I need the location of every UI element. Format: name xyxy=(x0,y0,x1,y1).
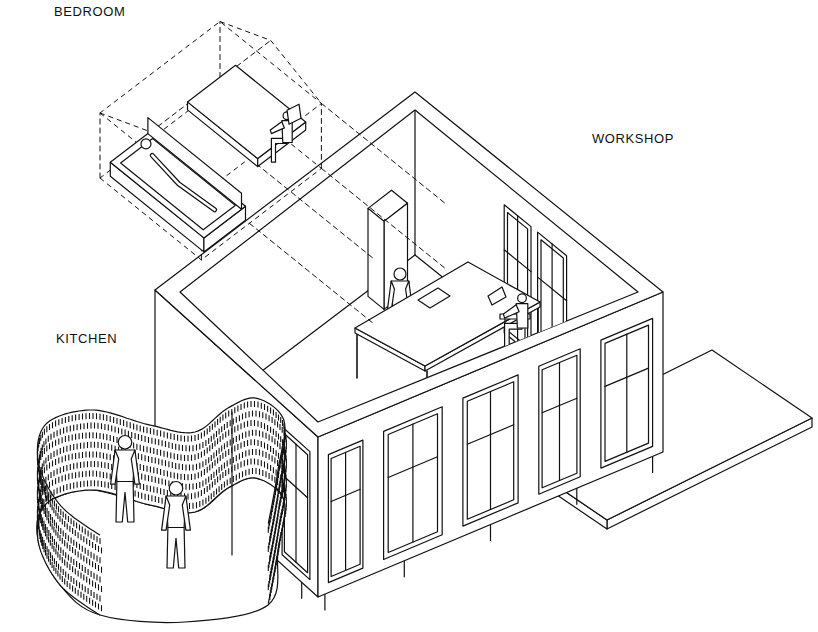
window-transom xyxy=(605,368,649,386)
room-label: WORKSHOP xyxy=(590,131,676,147)
window-frame xyxy=(601,318,653,468)
figure-arm xyxy=(503,305,519,318)
window-mullion xyxy=(559,363,560,481)
figure-head xyxy=(141,139,151,149)
sleeping-platform xyxy=(188,65,306,158)
kitchen-wall-fill xyxy=(37,398,285,615)
reclining-figure xyxy=(152,155,214,209)
wall-texture xyxy=(37,401,286,611)
window-outer xyxy=(539,349,580,494)
stilt xyxy=(324,594,325,610)
bedroom-edge xyxy=(321,103,322,168)
projection-line xyxy=(249,158,374,259)
projection-line xyxy=(249,223,374,324)
bedroom-edge xyxy=(100,113,101,178)
stilt xyxy=(576,488,577,504)
figure-head xyxy=(518,294,527,303)
window-outer xyxy=(538,232,567,384)
wall-top xyxy=(37,398,285,535)
cabinet-side xyxy=(368,208,384,309)
wall-bottom xyxy=(37,478,285,615)
reclining-figure xyxy=(152,155,214,209)
figure-arm xyxy=(162,496,170,530)
table-top xyxy=(355,262,540,366)
window-inner xyxy=(331,446,360,576)
table-leg xyxy=(537,307,539,352)
window-frame xyxy=(384,407,443,560)
window-frame xyxy=(328,440,363,582)
room-label: BEDROOM xyxy=(52,4,127,20)
window-outer xyxy=(463,375,518,526)
stilt xyxy=(652,456,653,472)
figure-legs xyxy=(116,482,134,523)
window-inner xyxy=(388,414,437,553)
book xyxy=(287,104,301,124)
window-inner xyxy=(605,325,649,461)
human-figure xyxy=(162,482,191,569)
window-inner xyxy=(542,355,577,488)
window-frame xyxy=(539,349,580,494)
human-figure xyxy=(503,294,527,350)
bedroom-volume xyxy=(100,22,446,325)
window-inner xyxy=(284,434,307,573)
window-mullion xyxy=(295,444,296,562)
kitchen-enclosure xyxy=(37,398,287,623)
roof-rim xyxy=(155,92,663,437)
table-leg xyxy=(426,371,428,416)
figure-arm xyxy=(131,450,139,484)
window-transom xyxy=(284,477,307,498)
projection-line xyxy=(321,103,446,204)
window-outer xyxy=(328,440,363,582)
figure-head xyxy=(394,268,406,280)
figure-head xyxy=(118,436,132,450)
window-transom xyxy=(331,489,360,501)
window-mullion xyxy=(551,244,552,372)
window-outer xyxy=(601,318,653,468)
table-leg xyxy=(356,333,358,378)
stilt xyxy=(404,561,405,577)
window-mullion xyxy=(626,334,627,452)
figure-head xyxy=(169,482,183,496)
window-inner xyxy=(541,240,563,376)
window-outer xyxy=(504,205,531,355)
human-figure xyxy=(111,436,140,523)
figure-torso xyxy=(516,304,528,328)
projection-line xyxy=(321,168,446,269)
window-mullion xyxy=(345,452,346,570)
window-outer xyxy=(384,407,443,560)
window-transom xyxy=(542,398,577,413)
window-inner xyxy=(467,382,513,519)
window-frame xyxy=(463,375,518,526)
stilt xyxy=(490,525,491,541)
room-label: KITCHEN xyxy=(54,331,119,347)
figure-arm xyxy=(270,122,284,134)
window-mullion xyxy=(412,424,413,542)
figure-legs xyxy=(167,528,185,569)
window-transom xyxy=(504,250,531,272)
workshop-interior xyxy=(262,110,567,416)
drawing-board xyxy=(488,287,506,305)
partition-edge xyxy=(231,412,232,555)
stilt xyxy=(301,582,302,598)
window-transom xyxy=(388,457,437,478)
window-mullion xyxy=(490,392,491,510)
window-transom xyxy=(467,425,513,444)
figure-arm xyxy=(182,496,190,530)
workpiece xyxy=(418,288,450,308)
window-transom xyxy=(538,277,567,301)
figure-arm xyxy=(111,450,119,484)
wall-corner xyxy=(414,110,415,255)
